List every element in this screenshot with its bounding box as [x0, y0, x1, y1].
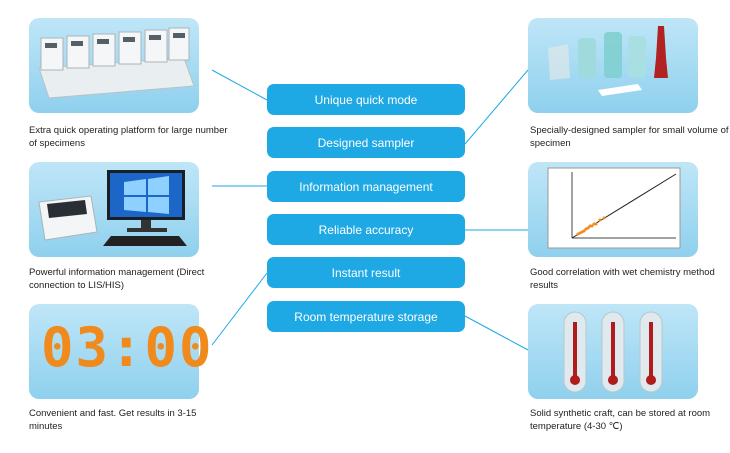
- sampler-image: [528, 18, 698, 113]
- thermometers-icon: [563, 311, 663, 393]
- unique-quick-mode-button[interactable]: Unique quick mode: [267, 84, 465, 115]
- connector-line: [211, 272, 268, 346]
- connector-line: [211, 69, 268, 101]
- timer-image: 03:00: [29, 304, 212, 399]
- left-caption-2: Powerful information management (Direct …: [29, 267, 205, 291]
- right-caption-2: Good correlation with wet chemistry meth…: [530, 267, 715, 291]
- computer-image: [29, 162, 199, 257]
- computer-icon: [38, 170, 187, 246]
- instant-result-button[interactable]: Instant result: [267, 257, 465, 288]
- designed-sampler-button[interactable]: Designed sampler: [267, 127, 465, 158]
- sampler-tubes-icon: [548, 26, 668, 96]
- analyzer-rack-image: [29, 18, 199, 113]
- room-temperature-storage-button[interactable]: Room temperature storage: [267, 301, 465, 332]
- timer-display: 03:00: [41, 316, 214, 379]
- right-caption-1: Specially-designed sampler for small vol…: [530, 125, 729, 149]
- information-management-button[interactable]: Information management: [267, 171, 465, 202]
- reliable-accuracy-button[interactable]: Reliable accuracy: [267, 214, 465, 245]
- thermometers-image: [528, 304, 698, 399]
- correlation-chart-image: [528, 162, 698, 257]
- right-caption-3: Solid synthetic craft, can be stored at …: [530, 408, 711, 432]
- left-caption-1: Extra quick operating platform for large…: [29, 125, 228, 149]
- connector-line: [464, 69, 529, 145]
- correlation-chart-icon: [547, 167, 681, 249]
- left-caption-3: Convenient and fast. Get results in 3-15…: [29, 408, 197, 432]
- connector-line: [464, 315, 529, 351]
- analyzer-rack-icon: [38, 27, 195, 99]
